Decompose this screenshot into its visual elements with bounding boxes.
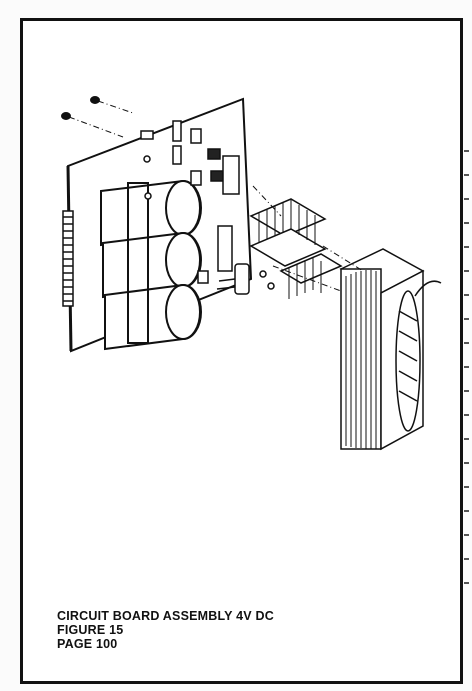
caption-title: CIRCUIT BOARD ASSEMBLY 4V DC <box>57 609 274 623</box>
binding-edge-marks <box>464 150 470 650</box>
caption-figure-number: FIGURE 15 <box>57 623 124 637</box>
main-heat-sink <box>339 248 442 451</box>
heat-sinks <box>249 198 343 299</box>
figure-frame: CIRCUIT BOARD ASSEMBLY 4V DC FIGURE 15 P… <box>20 18 463 684</box>
figure-caption: CIRCUIT BOARD ASSEMBLY 4V DC FIGURE 15 P… <box>57 609 274 651</box>
alignment-lines <box>252 185 364 292</box>
transistor-assembly <box>216 263 275 295</box>
filter-capacitors <box>100 179 202 351</box>
board-components <box>140 120 240 284</box>
terminal-strip <box>62 210 74 307</box>
caption-page-number: PAGE 100 <box>57 637 118 651</box>
exploded-assembly-illustration <box>23 21 466 541</box>
mounting-screws <box>61 96 134 138</box>
assembly-drawing <box>61 96 442 451</box>
